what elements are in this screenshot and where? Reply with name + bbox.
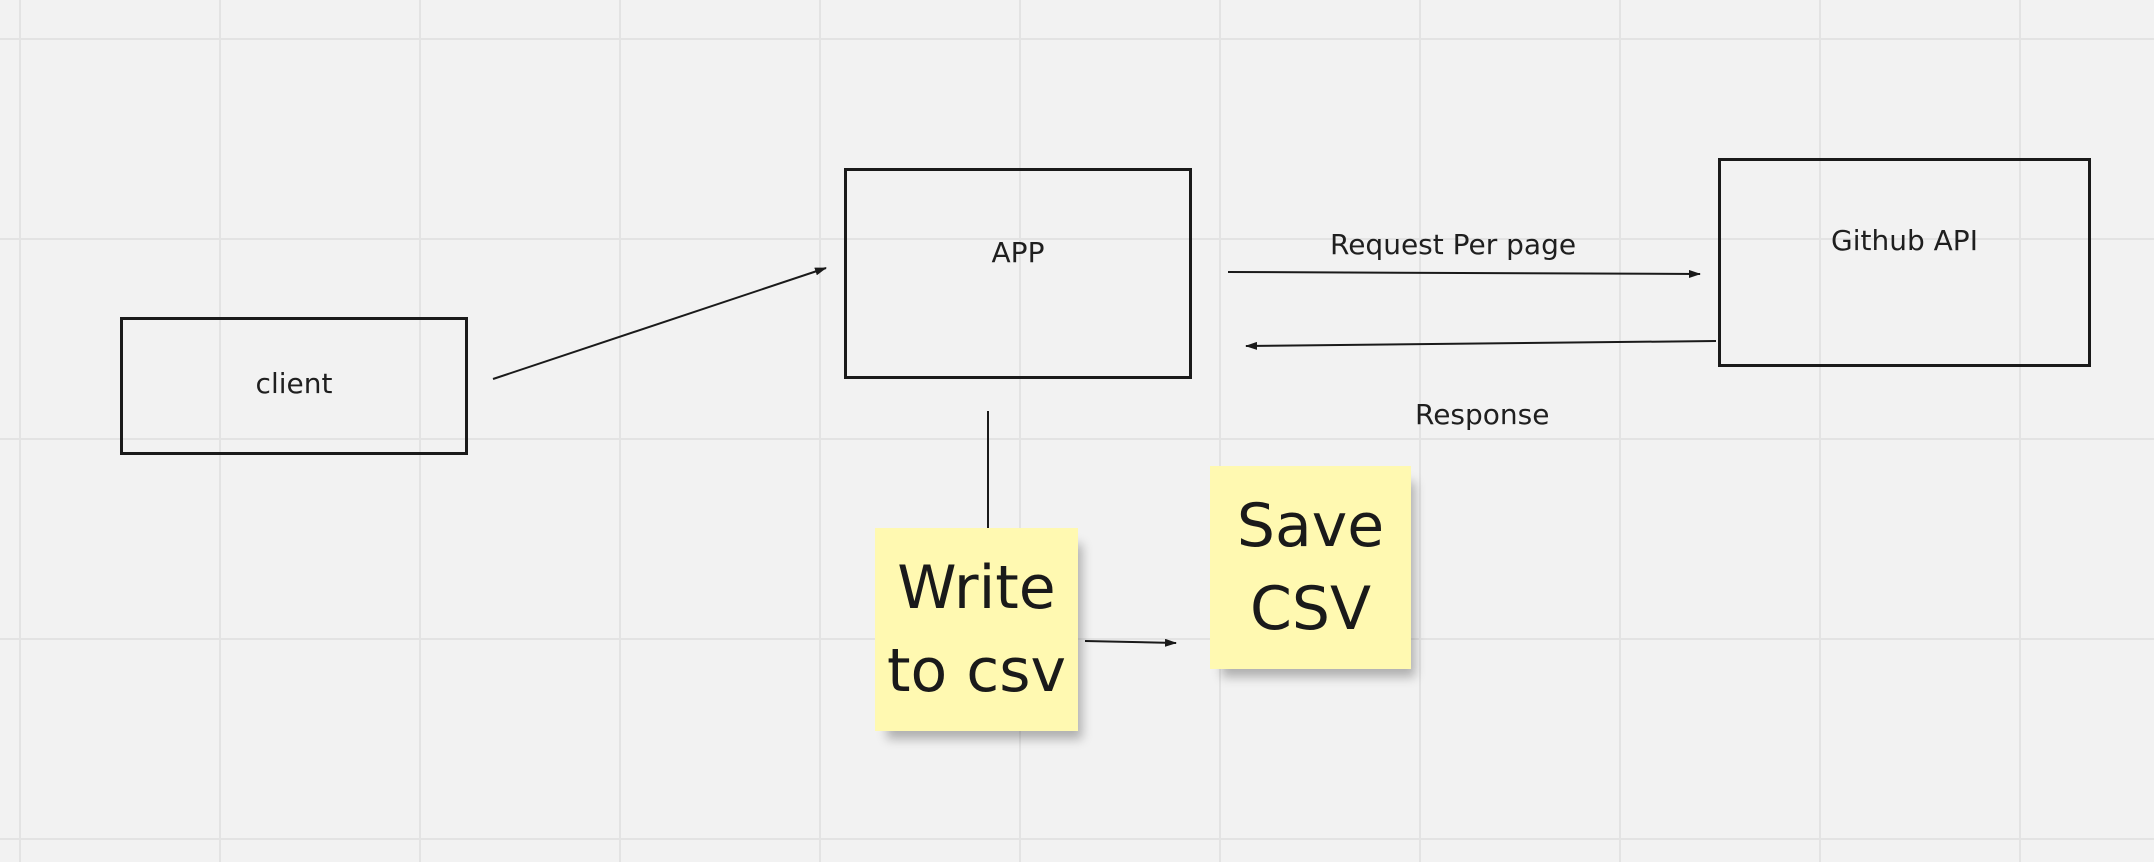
github-api-node[interactable]: Github API [1718, 158, 2091, 367]
response-label: Response [1415, 398, 1550, 431]
request-per-page-label: Request Per page [1330, 228, 1577, 261]
github-api-node-label: Github API [1831, 224, 1978, 257]
client-to-app-arrow[interactable] [492, 267, 827, 380]
write-to-csv-text: Write to csv [886, 552, 1067, 706]
response-arrow[interactable] [1245, 340, 1717, 350]
client-node-label: client [255, 366, 333, 400]
save-csv-sticky-note[interactable]: Save CSV [1210, 466, 1411, 669]
client-node[interactable]: client [120, 317, 468, 455]
app-node-label: APP [991, 236, 1045, 269]
write-to-save-arrow[interactable] [1084, 638, 1177, 647]
write-to-csv-sticky-note[interactable]: Write to csv [875, 528, 1078, 731]
app-node[interactable]: APP [844, 168, 1192, 379]
save-csv-text: Save CSV [1236, 490, 1385, 644]
request-arrow[interactable] [1227, 269, 1701, 278]
